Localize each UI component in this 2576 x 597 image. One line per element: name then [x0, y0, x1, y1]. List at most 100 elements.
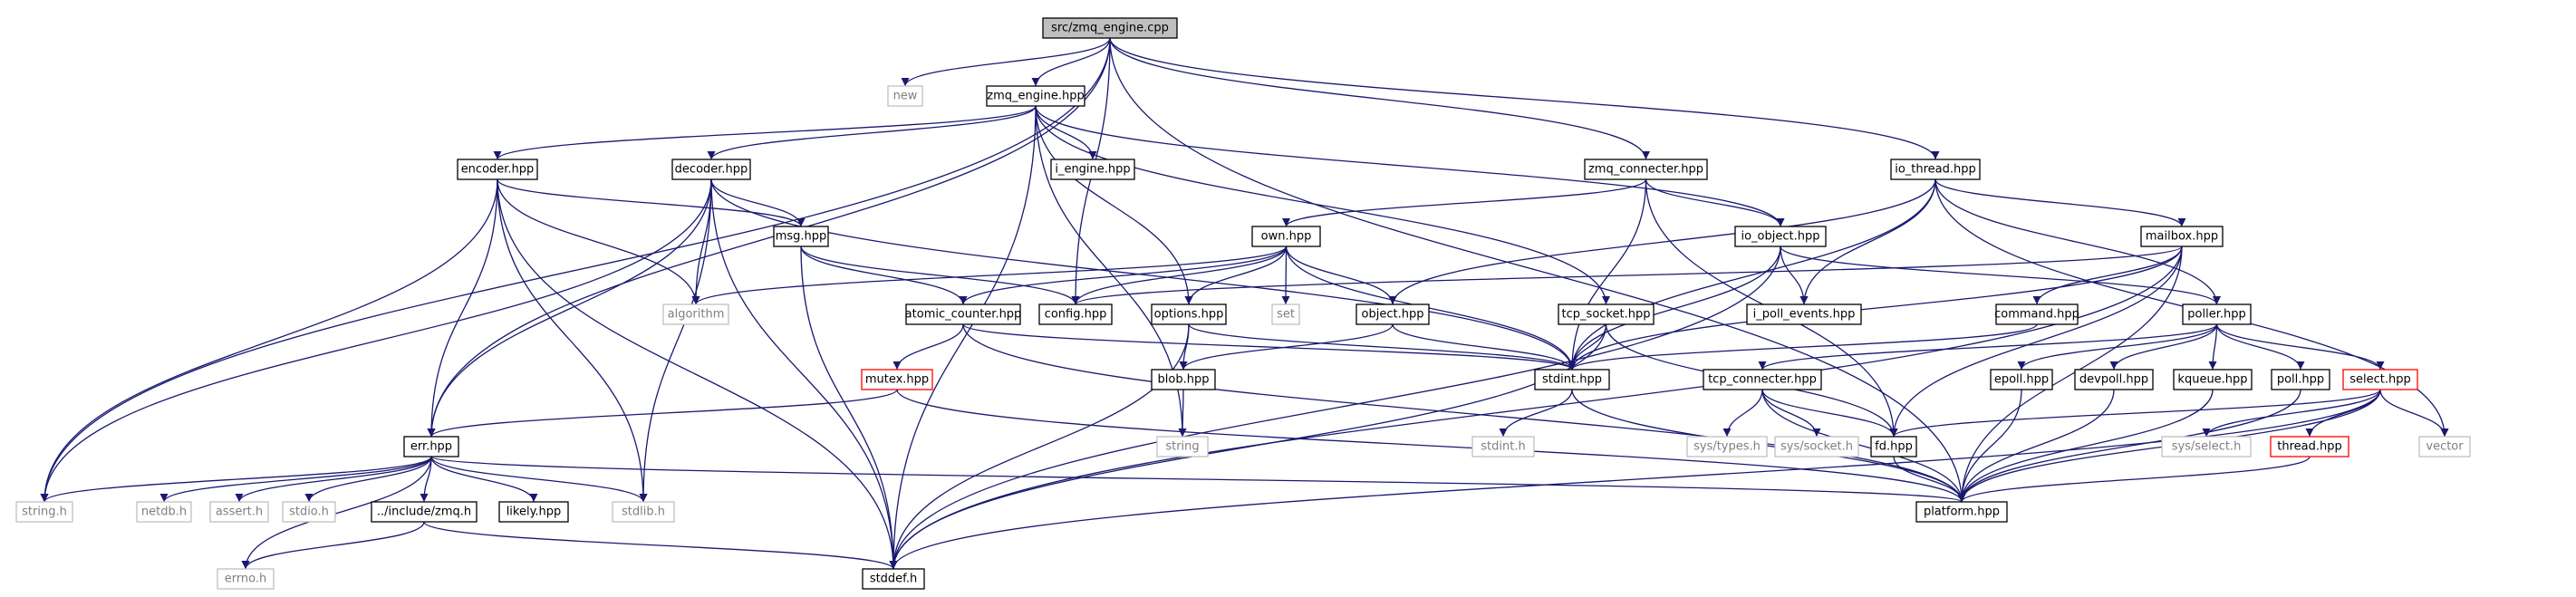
node-poller-hpp[interactable]: poller.hpp — [2182, 303, 2252, 325]
node-i-engine-hpp[interactable]: i_engine.hpp — [1050, 159, 1135, 180]
node-label: tcp_socket.hpp — [1562, 308, 1651, 322]
node-i-poll-events-hpp[interactable]: i_poll_events.hpp — [1746, 303, 1862, 325]
node-box — [1995, 303, 2079, 325]
edge-root-to-zmq-engine-hpp — [1031, 37, 1111, 87]
node-own-hpp[interactable]: own.hpp — [1251, 226, 1321, 247]
node-fd-hpp[interactable]: fd.hpp — [1870, 436, 1917, 457]
node-decoder-hpp[interactable]: decoder.hpp — [671, 159, 751, 180]
edge-poller-hpp-to-poll-hpp — [2215, 323, 2305, 371]
node-label: io_object.hpp — [1741, 230, 1819, 244]
node-sys-select-h: sys/select.h — [2161, 436, 2252, 457]
edge-stdint-hpp-to-stdint-h — [1499, 389, 1573, 438]
edge-devpoll-hpp-to-platform-hpp — [1957, 389, 2115, 503]
edge-blob-hpp-to-string — [1178, 389, 1187, 438]
node-label: assert.h — [216, 506, 263, 519]
node-msg-hpp[interactable]: msg.hpp — [773, 226, 829, 247]
node-poll-hpp[interactable]: poll.hpp — [2271, 369, 2330, 390]
edge-mutex-hpp-to-platform-hpp — [896, 389, 1966, 503]
node-label: sys/socket.h — [1780, 440, 1853, 454]
edge-root-to-string-h — [40, 37, 1111, 503]
edge-poller-hpp-to-select-hpp — [2215, 323, 2385, 371]
node-set: set — [1271, 303, 1300, 325]
edge-encoder-hpp-to-stddef-h — [497, 178, 898, 570]
node-box — [986, 85, 1085, 107]
edge-own-hpp-to-set — [1281, 246, 1290, 305]
node-label: ../include/zmq.h — [377, 506, 471, 519]
node-box — [1042, 17, 1178, 39]
edge-encoder-hpp-to-stdlib-h — [497, 178, 648, 503]
edge-err-hpp-to-likely-hpp — [430, 456, 538, 503]
edge-err-hpp-to-string-h — [40, 456, 432, 503]
edge-include-zmq-h-to-errno-h — [241, 521, 425, 570]
node-box — [773, 226, 829, 247]
edge-poller-hpp-to-devpoll-hpp — [2109, 323, 2218, 371]
node-new: new — [887, 85, 923, 107]
node-label: options.hpp — [1154, 308, 1224, 322]
node-platform-hpp[interactable]: platform.hpp — [1915, 501, 2008, 523]
node-epoll-hpp[interactable]: epoll.hpp — [1990, 369, 2053, 390]
node-options-hpp[interactable]: options.hpp — [1151, 303, 1227, 325]
edge-decoder-hpp-to-stddef-h — [710, 178, 898, 570]
node-err-hpp[interactable]: err.hpp — [403, 436, 459, 457]
edge-root-to-io-thread-hpp — [1109, 37, 1940, 160]
node-encoder-hpp[interactable]: encoder.hpp — [457, 159, 538, 180]
node-box — [662, 303, 729, 325]
node-label: stdint.h — [1481, 440, 1525, 454]
node-label: set — [1277, 308, 1295, 322]
edge-io-thread-hpp-to-stdint-hpp — [1568, 178, 1936, 371]
node-io-thread-hpp[interactable]: io_thread.hpp — [1890, 159, 1981, 180]
node-src-zmq-engine-cpp[interactable]: src/zmq_engine.cpp — [1042, 17, 1178, 39]
node-algorithm: algorithm — [662, 303, 729, 325]
node-kqueue-hpp[interactable]: kqueue.hpp — [2173, 369, 2253, 390]
node-box — [136, 501, 192, 523]
node-stddef-h[interactable]: stddef.h — [862, 568, 925, 590]
node-box — [612, 501, 675, 523]
node-label: i_engine.hpp — [1055, 163, 1130, 177]
edge-err-hpp-to-platform-hpp — [430, 456, 1965, 503]
edge-mailbox-hpp-to-command-hpp — [2032, 246, 2183, 305]
node-atomic-counter-hpp[interactable]: atomic_counter.hpp — [905, 303, 1022, 325]
node-box — [457, 159, 538, 180]
edge-decoder-hpp-to-msg-hpp — [710, 178, 806, 227]
node-stdint-hpp[interactable]: stdint.hpp — [1534, 369, 1610, 390]
node-stdint-h: stdint.h — [1471, 436, 1535, 457]
node-box — [1038, 303, 1113, 325]
edge-err-hpp-to-netdb-h — [159, 456, 432, 503]
node-blob-hpp[interactable]: blob.hpp — [1151, 369, 1216, 390]
node-devpoll-hpp[interactable]: devpoll.hpp — [2074, 369, 2154, 390]
edge-layer — [40, 37, 2449, 570]
edge-own-hpp-to-object-hpp — [1285, 246, 1397, 305]
node-include-zmq-h[interactable]: ../include/zmq.h — [371, 501, 478, 523]
edge-options-hpp-to-stddef-h — [889, 323, 1190, 570]
node-object-hpp[interactable]: object.hpp — [1356, 303, 1430, 325]
node-io-object-hpp[interactable]: io_object.hpp — [1734, 226, 1827, 247]
node-config-hpp[interactable]: config.hpp — [1038, 303, 1113, 325]
node-box — [1558, 303, 1655, 325]
edge-zmq-engine-hpp-to-tcp-socket-hpp — [1035, 105, 1610, 305]
edge-own-hpp-to-algorithm — [691, 246, 1288, 305]
node-zmq-connecter-hpp[interactable]: zmq_connecter.hpp — [1584, 159, 1708, 180]
node-label: stdint.hpp — [1542, 373, 1602, 387]
node-box — [2173, 369, 2253, 390]
node-label: i_poll_events.hpp — [1753, 308, 1856, 322]
node-vector: vector — [2418, 436, 2471, 457]
node-box — [1050, 159, 1135, 180]
edge-mailbox-hpp-to-fd-hpp — [1889, 246, 2183, 438]
edge-msg-hpp-to-stddef-h — [800, 246, 898, 570]
node-zmq-engine-hpp[interactable]: zmq_engine.hpp — [986, 85, 1085, 107]
node-mutex-hpp[interactable]: mutex.hpp — [861, 369, 933, 390]
edge-decoder-hpp-to-err-hpp — [427, 178, 712, 438]
node-box — [371, 501, 478, 523]
node-command-hpp[interactable]: command.hpp — [1994, 303, 2079, 325]
node-box — [1251, 226, 1321, 247]
node-tcp-socket-hpp[interactable]: tcp_socket.hpp — [1558, 303, 1655, 325]
node-likely-hpp[interactable]: likely.hpp — [498, 501, 569, 523]
node-box — [1356, 303, 1430, 325]
node-tcp-connecter-hpp[interactable]: tcp_connecter.hpp — [1703, 369, 1822, 390]
node-box — [2161, 436, 2252, 457]
node-mailbox-hpp[interactable]: mailbox.hpp — [2140, 226, 2224, 247]
node-select-hpp[interactable]: select.hpp — [2342, 369, 2418, 390]
node-thread-hpp[interactable]: thread.hpp — [2270, 436, 2349, 457]
node-box — [1271, 303, 1300, 325]
